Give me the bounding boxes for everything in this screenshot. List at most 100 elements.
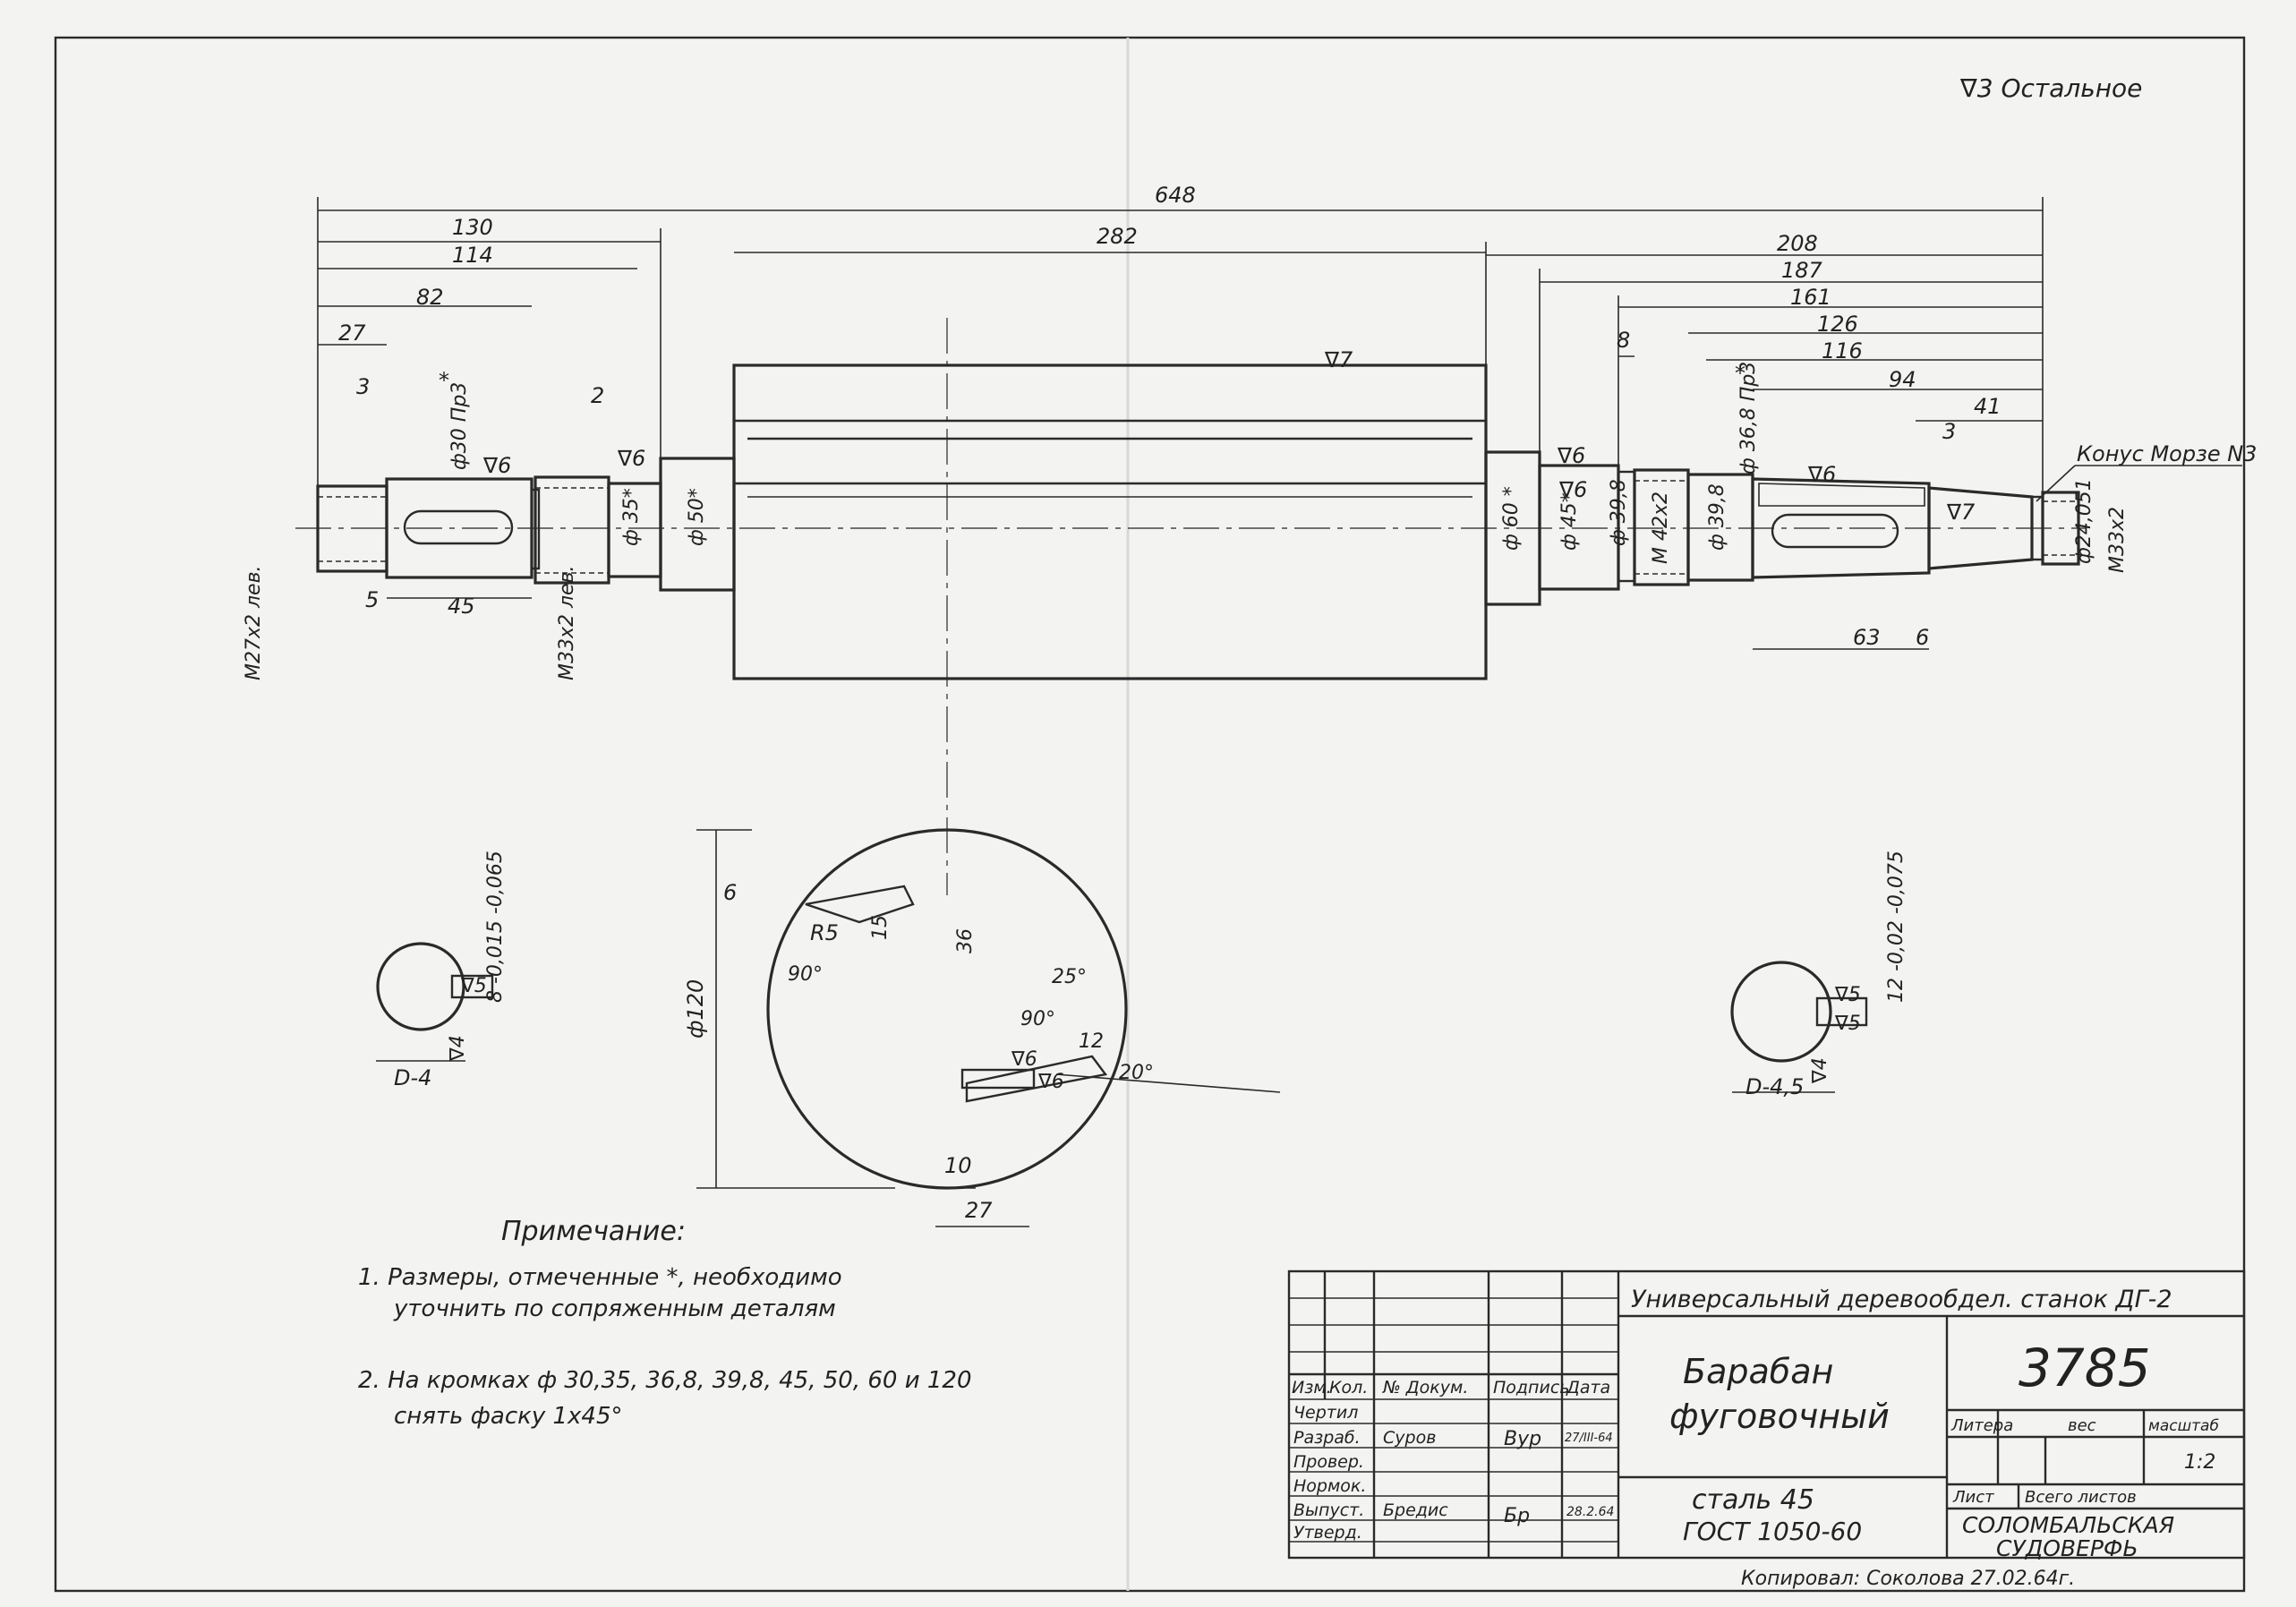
svg-text:ф 35*: ф 35* <box>620 488 643 546</box>
svg-text:2. На кромках ф 30,35, 36,8, 3: 2. На кромках ф 30,35, 36,8, 39,8, 45, 5… <box>358 1367 972 1394</box>
svg-text:41: 41 <box>1974 394 2002 419</box>
svg-text:Суров: Суров <box>1383 1428 1436 1448</box>
svg-text:187: 187 <box>1781 258 1823 283</box>
svg-text:20°: 20° <box>1119 1062 1154 1084</box>
svg-text:*: * <box>1735 361 1745 386</box>
svg-text:130: 130 <box>452 215 493 240</box>
material-line-1: сталь 45 <box>1692 1484 1814 1516</box>
section-label-d45: D-4,5 <box>1745 1074 1804 1099</box>
svg-text:M27x2 лев.: M27x2 лев. <box>243 565 265 680</box>
material-line-2: ГОСТ 1050-60 <box>1683 1517 1862 1546</box>
svg-text:уточнить по сопряженным деталя: уточнить по сопряженным деталям <box>393 1295 836 1322</box>
svg-text:Дата: Дата <box>1566 1378 1610 1398</box>
notes-block: Примечание: 1. Размеры, отмеченные *, не… <box>358 1216 972 1430</box>
svg-text:90°: 90° <box>788 963 823 986</box>
svg-text:снять фаску 1x45°: снять фаску 1x45° <box>394 1403 623 1430</box>
svg-text:27: 27 <box>965 1198 993 1223</box>
svg-text:2: 2 <box>591 383 604 408</box>
svg-text:Бредис: Бредис <box>1383 1500 1448 1520</box>
svg-text:Кол.: Кол. <box>1329 1378 1368 1398</box>
svg-text:M 42x2: M 42x2 <box>1650 492 1672 564</box>
svg-text:Разраб.: Разраб. <box>1293 1428 1361 1448</box>
svg-text:ф24,051: ф24,051 <box>2073 478 2095 564</box>
svg-text:вес: вес <box>2068 1416 2096 1435</box>
svg-text:Утверд.: Утверд. <box>1293 1523 1362 1543</box>
svg-text:648: 648 <box>1155 183 1196 208</box>
svg-text:*: * <box>439 368 449 393</box>
morse-taper-label: Конус Морзе N3 <box>2077 441 2257 466</box>
svg-text:Изм.: Изм. <box>1292 1378 1332 1398</box>
svg-text:282: 282 <box>1097 224 1138 249</box>
machine-name: Универсальный деревообдел. станок ДГ-2 <box>1631 1286 2172 1313</box>
svg-text:Нормок.: Нормок. <box>1293 1476 1366 1496</box>
svg-text:15: 15 <box>869 915 892 940</box>
svg-text:Литера: Литера <box>1950 1416 2013 1435</box>
svg-text:ф 39,8: ф 39,8 <box>1706 483 1728 551</box>
svg-text:3: 3 <box>1942 419 1956 444</box>
svg-text:8 -0,015 -0,065: 8 -0,015 -0,065 <box>484 851 507 1003</box>
svg-text:116: 116 <box>1822 338 1863 363</box>
organization-line-2: СУДОВЕРФЬ <box>1996 1535 2138 1561</box>
svg-text:Лист: Лист <box>1952 1488 1994 1507</box>
svg-text:∇6: ∇6 <box>1557 443 1585 468</box>
top-dimensions <box>317 197 2044 492</box>
svg-text:161: 161 <box>1790 285 1831 310</box>
svg-text:Всего листов: Всего листов <box>2025 1488 2137 1507</box>
svg-text:114: 114 <box>452 243 493 268</box>
right-shaft-section <box>1730 961 1868 1093</box>
scale-value: 1:2 <box>2184 1451 2215 1474</box>
svg-text:5: 5 <box>365 587 379 612</box>
svg-text:∇5: ∇5 <box>460 975 487 997</box>
svg-text:∇6: ∇6 <box>617 446 645 471</box>
razrab-signature: Вур <box>1504 1428 1541 1450</box>
svg-text:ф 50*: ф 50* <box>686 488 708 546</box>
svg-text:M33x2 лев.: M33x2 лев. <box>556 565 578 680</box>
svg-text:Чертил: Чертил <box>1293 1403 1358 1423</box>
svg-text:R5: R5 <box>810 920 839 945</box>
svg-text:8: 8 <box>1617 328 1630 353</box>
svg-text:∇6: ∇6 <box>1037 1071 1064 1093</box>
drawing-number: 3785 <box>2019 1338 2151 1398</box>
svg-text:∇4: ∇4 <box>1809 1057 1831 1084</box>
svg-text:82: 82 <box>416 285 444 310</box>
svg-text:10: 10 <box>944 1153 972 1178</box>
title-block <box>1287 1269 2246 1560</box>
svg-text:∇6: ∇6 <box>1011 1048 1037 1071</box>
left-shaft-section <box>376 942 494 1062</box>
svg-text:масштаб: масштаб <box>2148 1417 2219 1435</box>
svg-text:ф 45*: ф 45* <box>1558 492 1581 551</box>
svg-text:126: 126 <box>1817 312 1858 337</box>
svg-text:1. Размеры, отмеченные *, необ: 1. Размеры, отмеченные *, необходимо <box>358 1264 842 1291</box>
svg-text:25°: 25° <box>1052 966 1087 988</box>
vypust-signature: Бр <box>1504 1505 1530 1527</box>
svg-text:90°: 90° <box>1020 1008 1055 1030</box>
organization-line-1: СОЛОМБАЛЬСКАЯ <box>1962 1512 2174 1538</box>
shaft-view <box>295 318 2086 895</box>
svg-text:28.2.64: 28.2.64 <box>1566 1505 1614 1519</box>
svg-text:27/III-64: 27/III-64 <box>1565 1432 1613 1445</box>
svg-text:6: 6 <box>723 880 737 905</box>
svg-text:∇6: ∇6 <box>482 453 511 478</box>
svg-text:∇6: ∇6 <box>1558 477 1587 502</box>
section-label-d4: D-4 <box>394 1065 431 1090</box>
svg-text:ф 36,8 Пр3: ф 36,8 Пр3 <box>1737 362 1760 474</box>
copied-by: Копировал: Соколова 27.02.64г. <box>1741 1568 2075 1590</box>
svg-text:ф120: ф120 <box>683 979 708 1039</box>
svg-text:36: 36 <box>954 928 977 953</box>
svg-text:∇6: ∇6 <box>1807 462 1836 487</box>
svg-text:94: 94 <box>1889 367 1916 392</box>
svg-text:63: 63 <box>1853 625 1881 650</box>
drawing-frame <box>54 36 2246 1593</box>
svg-text:∇5: ∇5 <box>1834 1013 1861 1035</box>
svg-text:∇7: ∇7 <box>1324 347 1353 372</box>
svg-text:∇5: ∇5 <box>1834 984 1861 1006</box>
svg-text:Выпуст.: Выпуст. <box>1293 1500 1364 1520</box>
svg-text:∇7: ∇7 <box>1946 500 1976 525</box>
svg-text:208: 208 <box>1777 231 1818 256</box>
svg-text:3: 3 <box>356 374 370 399</box>
svg-text:12: 12 <box>1079 1030 1104 1053</box>
svg-text:27: 27 <box>338 321 366 346</box>
svg-text:6: 6 <box>1916 625 1929 650</box>
svg-text:№ Докум.: № Докум. <box>1382 1378 1468 1398</box>
